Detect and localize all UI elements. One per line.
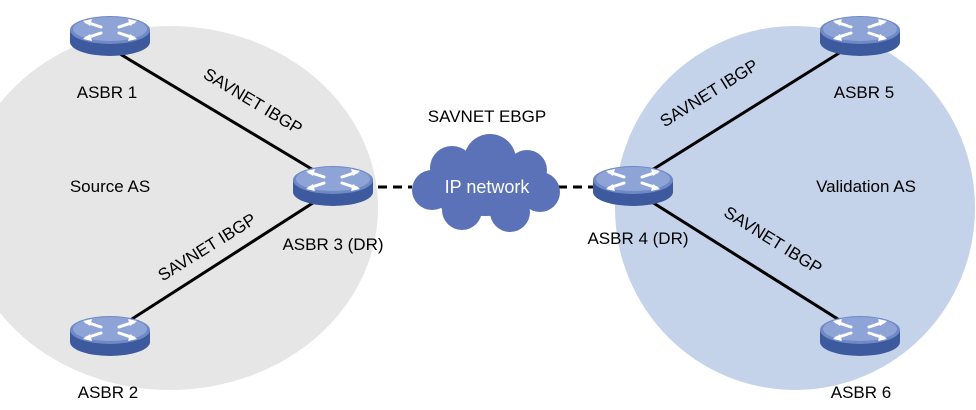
cloud-label: IP network xyxy=(445,177,531,197)
router-icon xyxy=(591,164,675,208)
cloud-icon xyxy=(412,134,560,232)
source-as-label: Source AS xyxy=(70,177,150,196)
router-label-asbr3: ASBR 3 (DR) xyxy=(282,235,383,254)
router-label-asbr1: ASBR 1 xyxy=(77,83,137,102)
router-icon xyxy=(818,14,902,58)
router-label-asbr6: ASBR 6 xyxy=(831,383,891,402)
router-icon xyxy=(818,314,902,358)
router-icon xyxy=(291,164,375,208)
router-icon xyxy=(68,14,152,58)
link-asbr4-asbr5 xyxy=(635,38,861,182)
source-as-area xyxy=(0,26,378,390)
router-icon xyxy=(68,314,152,358)
router-label-asbr4: ASBR 4 (DR) xyxy=(587,229,688,248)
router-label-asbr2: ASBR 2 xyxy=(78,383,138,402)
router-label-asbr5: ASBR 5 xyxy=(834,83,894,102)
link-asbr1-asbr3 xyxy=(109,46,331,182)
link-label-ebgp: SAVNET EBGP xyxy=(428,107,546,126)
validation-as-label: Validation AS xyxy=(816,177,916,196)
link-asbr4-asbr6 xyxy=(635,190,861,335)
link-asbr2-asbr3 xyxy=(109,190,331,335)
validation-as-area xyxy=(615,26,975,390)
